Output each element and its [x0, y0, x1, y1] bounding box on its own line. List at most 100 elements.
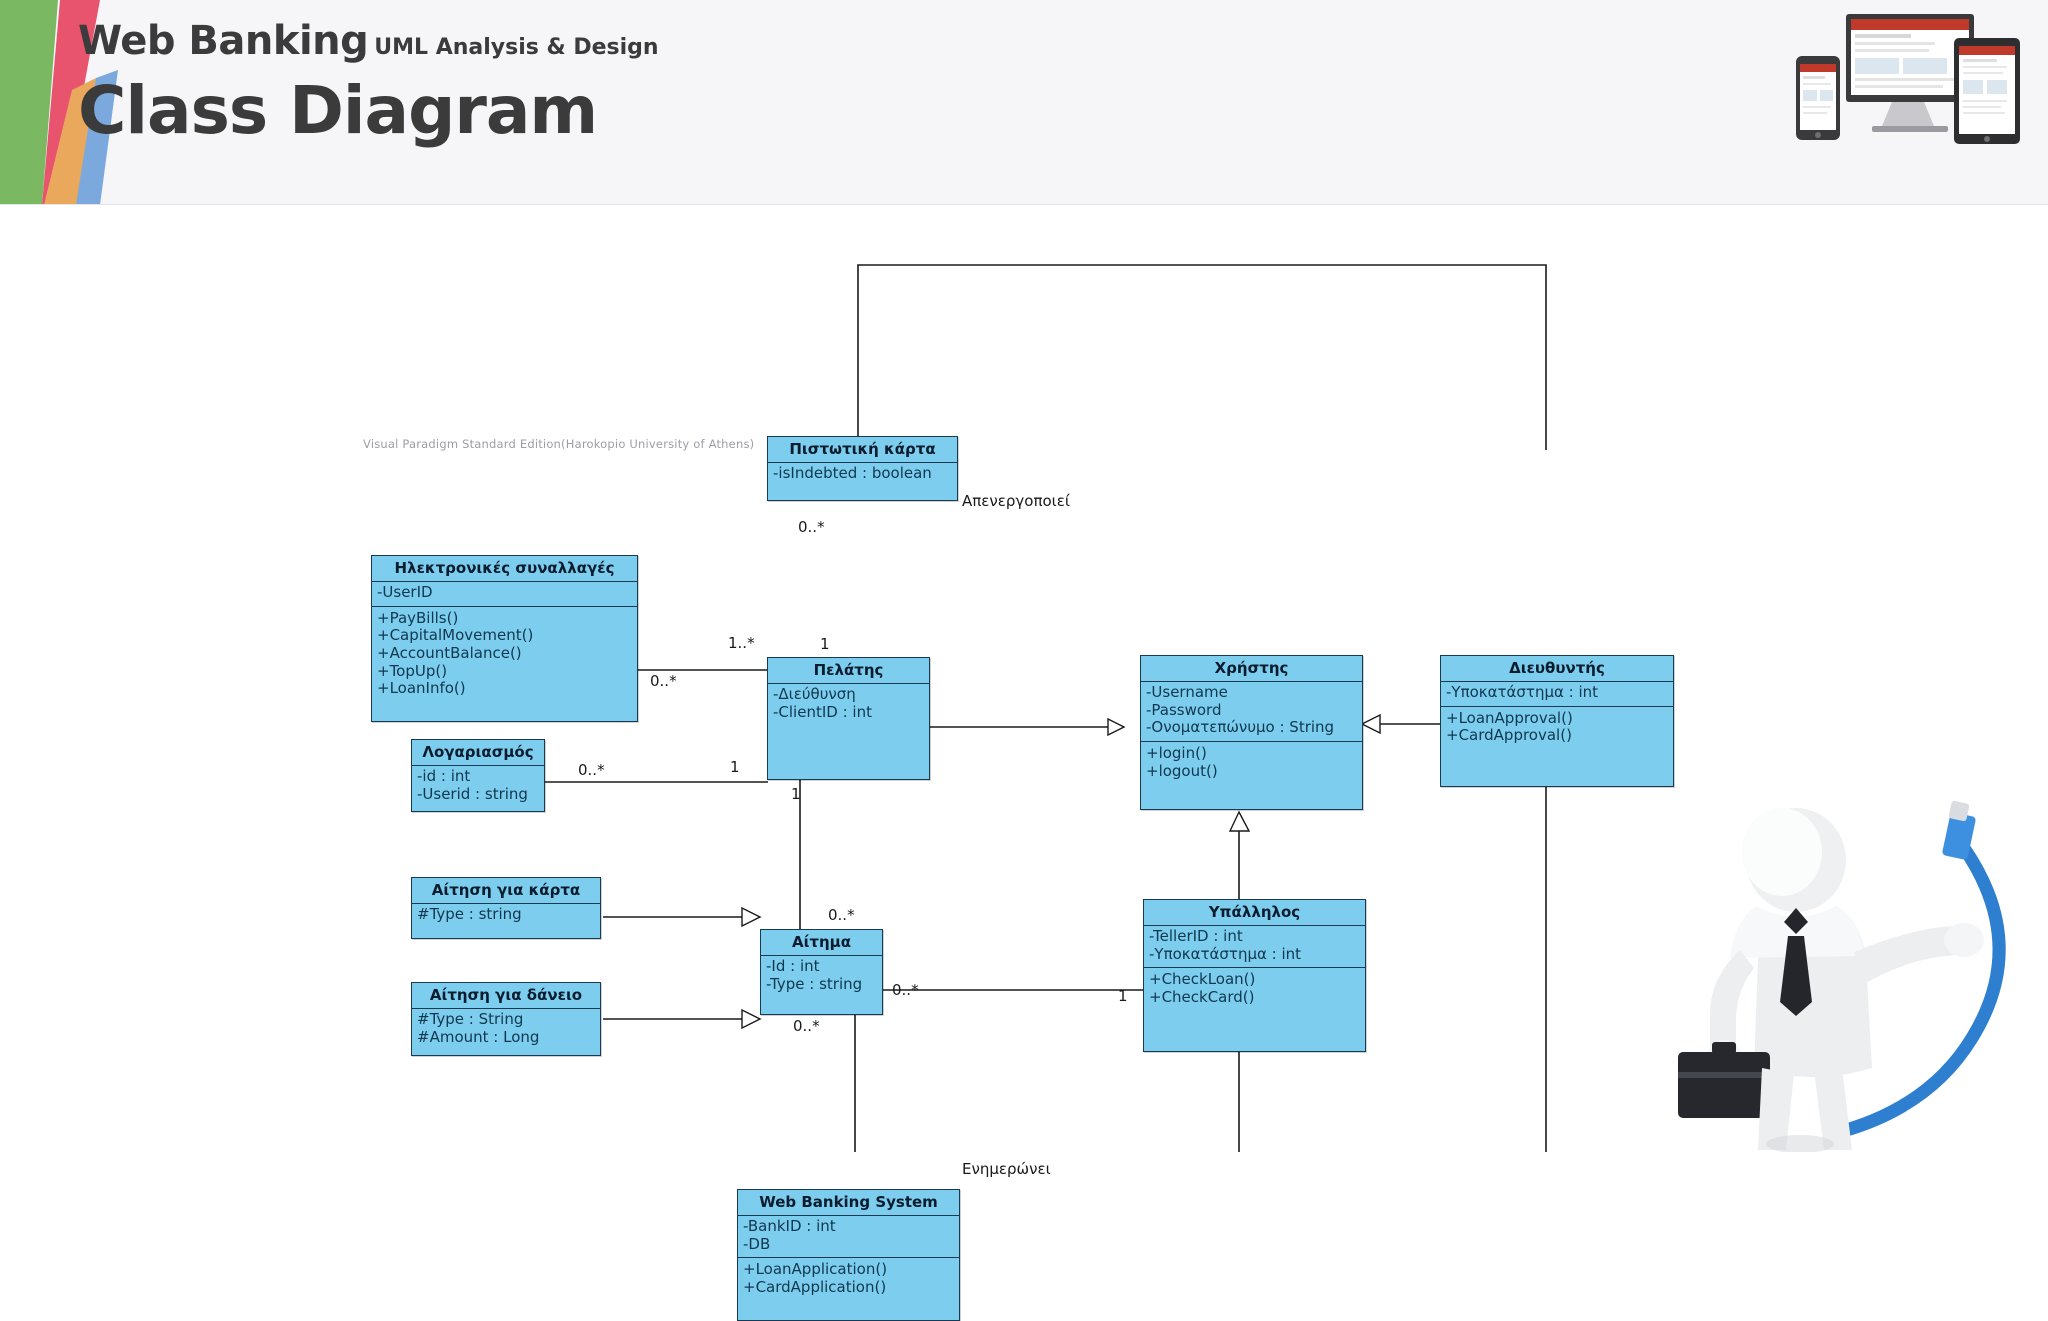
class-operations-user: +login() +logout()	[1141, 742, 1362, 784]
class-operation: +login()	[1146, 744, 1207, 763]
arrowhead-loanapp-request	[741, 1008, 762, 1030]
class-operation: +CardApplication()	[743, 1278, 887, 1297]
class-name-teller: Υπάλληλος	[1144, 900, 1365, 926]
class-attribute: -Ονοματεπώνυμο : String	[1146, 718, 1335, 737]
arrowhead-manager-user	[1360, 713, 1381, 735]
class-operations-teller: +CheckLoan() +CheckCard()	[1144, 968, 1365, 1010]
class-attribute: -Password	[1146, 700, 1222, 719]
class-attribute: -Userid : string	[417, 784, 528, 803]
class-attribute: -Username	[1146, 683, 1228, 701]
class-operation: +PayBills()	[377, 608, 459, 627]
diagram-connectors	[545, 264, 1547, 1152]
class-name-electronic-transactions: Ηλεκτρονικές συναλλαγές	[372, 556, 637, 582]
multiplicity-account-near-account: 0..*	[578, 761, 605, 779]
class-attribute: #Type : string	[417, 905, 522, 923]
class-box-card-application[interactable]: Αίτηση για κάρτα #Type : string	[411, 877, 601, 939]
multiplicity-customer-request-bot: 0..*	[828, 906, 855, 924]
class-name-customer: Πελάτης	[768, 658, 929, 684]
class-box-customer[interactable]: Πελάτης -Διεύθυνση -ClientID : int	[767, 657, 930, 780]
ribbon-stripe-orange	[44, 78, 96, 204]
class-operation: +LoanInfo()	[377, 679, 466, 698]
multiplicity-request-teller-request: 0..*	[892, 981, 919, 999]
multiplicity-account-near-customer: 1	[730, 758, 740, 776]
class-operation: +CheckCard()	[1149, 988, 1255, 1007]
multiplicity-card-customer-card: 0..*	[798, 518, 825, 536]
class-box-user[interactable]: Χρήστης -Username -Password -Ονοματεπώνυ…	[1140, 655, 1363, 810]
class-attribute: -Υποκατάστημα : int	[1149, 944, 1302, 963]
class-attributes-credit-card: -isIndebted : boolean	[768, 463, 957, 487]
arrowhead-cardapp-request	[741, 906, 762, 928]
multiplicity-etrans-lower: 0..*	[650, 672, 677, 690]
class-attribute: -id : int	[417, 767, 471, 785]
brand-title: Web Banking	[78, 18, 369, 64]
page-subtitle: UML Analysis & Design	[374, 35, 659, 60]
arrowhead-teller-user	[1228, 810, 1251, 832]
class-name-user: Χρήστης	[1141, 656, 1362, 682]
class-box-manager[interactable]: Διευθυντής -Υποκατάστημα : int +LoanAppr…	[1440, 655, 1674, 787]
class-operation: +LoanApplication()	[743, 1260, 888, 1279]
class-attributes-teller: -TellerID : int -Υποκατάστημα : int	[1144, 926, 1365, 969]
devices-illustration-icon	[1796, 14, 2020, 144]
edge-label-updates: Ενημερώνει	[962, 1160, 1051, 1178]
class-operations-web-banking-system: +LoanApplication() +CardApplication()	[738, 1258, 959, 1300]
class-attributes-electronic-transactions: -UserID	[372, 582, 637, 607]
class-name-request: Αίτημα	[761, 930, 882, 956]
class-diagram-canvas: Visual Paradigm Standard Edition(Harokop…	[0, 205, 2048, 1321]
class-box-request[interactable]: Αίτημα -Id : int -Type : string	[760, 929, 883, 1015]
multiplicity-etrans-upper: 1..*	[728, 634, 755, 652]
class-operations-electronic-transactions: +PayBills() +CapitalMovement() +AccountB…	[372, 607, 637, 702]
class-operation: +CardApproval()	[1446, 726, 1572, 745]
class-name-loan-application: Αίτηση για δάνειο	[412, 983, 600, 1009]
class-attribute: #Type : String	[417, 1010, 524, 1028]
edge-teller-system-updates	[1238, 1052, 1240, 1152]
page-title: Class Diagram	[78, 72, 598, 149]
class-attributes-customer: -Διεύθυνση -ClientID : int	[768, 684, 929, 725]
class-operations-manager: +LoanApproval() +CardApproval()	[1441, 707, 1673, 749]
class-name-manager: Διευθυντής	[1441, 656, 1673, 682]
class-operation: +CheckLoan()	[1149, 970, 1256, 989]
class-attribute: -Type : string	[766, 974, 863, 993]
class-attribute: -ClientID : int	[773, 702, 872, 721]
class-attributes-user: -Username -Password -Ονοματεπώνυμο : Str…	[1141, 682, 1362, 743]
class-box-teller[interactable]: Υπάλληλος -TellerID : int -Υποκατάστημα …	[1143, 899, 1366, 1052]
mascot-illustration-icon	[1678, 800, 2006, 1152]
diagram-watermark: Visual Paradigm Standard Edition(Harokop…	[363, 437, 755, 451]
class-operation: +CapitalMovement()	[377, 626, 534, 645]
class-box-electronic-transactions[interactable]: Ηλεκτρονικές συναλλαγές -UserID +PayBill…	[371, 555, 638, 722]
arrowhead-customer-user	[1107, 717, 1126, 737]
class-attribute: -isIndebted : boolean	[773, 464, 932, 482]
multiplicity-request-system: 0..*	[793, 1017, 820, 1035]
class-operation: +logout()	[1146, 761, 1218, 780]
class-attribute: #Amount : Long	[417, 1027, 540, 1046]
class-name-card-application: Αίτηση για κάρτα	[412, 878, 600, 904]
class-attributes-manager: -Υποκατάστημα : int	[1441, 682, 1673, 707]
multiplicity-request-teller-teller: 1	[1118, 987, 1128, 1005]
class-name-web-banking-system: Web Banking System	[738, 1190, 959, 1216]
class-name-credit-card: Πιστωτική κάρτα	[768, 437, 957, 463]
ribbon-stripe-blue	[76, 70, 118, 204]
class-attribute: -Υποκατάστημα : int	[1446, 683, 1599, 701]
edge-card-manager-deactivates	[857, 264, 1547, 450]
class-box-credit-card[interactable]: Πιστωτική κάρτα -isIndebted : boolean	[767, 436, 958, 501]
multiplicity-card-customer-customer: 1	[820, 635, 830, 653]
class-attributes-web-banking-system: -BankID : int -DB	[738, 1216, 959, 1259]
class-attribute: -UserID	[377, 583, 433, 601]
multiplicity-customer-request-top: 1	[791, 785, 801, 803]
class-operation: +TopUp()	[377, 661, 448, 680]
class-attribute: -BankID : int	[743, 1217, 836, 1235]
ribbon-decoration	[0, 0, 118, 204]
class-box-web-banking-system[interactable]: Web Banking System -BankID : int -DB +Lo…	[737, 1189, 960, 1321]
class-attribute: -TellerID : int	[1149, 927, 1243, 945]
class-attributes-account: -id : int -Userid : string	[412, 766, 544, 807]
class-attribute: -Διεύθυνση	[773, 685, 856, 703]
edge-label-deactivates: Απενεργοποιεί	[962, 492, 1070, 510]
class-attributes-card-application: #Type : string	[412, 904, 600, 928]
edge-manager-system	[1545, 785, 1547, 1152]
class-box-loan-application[interactable]: Αίτηση για δάνειο #Type : String #Amount…	[411, 982, 601, 1056]
ribbon-stripe-green	[0, 0, 58, 204]
class-box-account[interactable]: Λογαριασμός -id : int -Userid : string	[411, 739, 545, 812]
class-attribute: -Id : int	[766, 957, 820, 975]
